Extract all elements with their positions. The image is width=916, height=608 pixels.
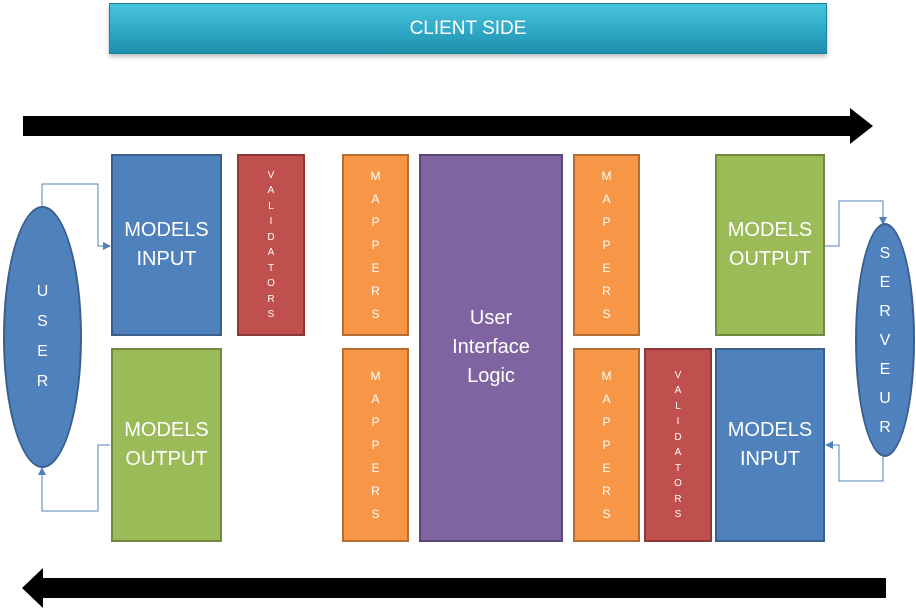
mappers-bottom-right: M A P P E R S bbox=[573, 348, 640, 542]
user-to-models-input-connector bbox=[41, 183, 111, 250]
mappers-top-left-label: M A P P E R S bbox=[370, 168, 381, 321]
models-input-left: MODELS INPUT bbox=[111, 154, 222, 336]
validators-bottom-right: V A L I D A T O R S bbox=[644, 348, 712, 542]
forward-flow-arrow bbox=[23, 108, 873, 144]
client-side-banner: CLIENT SIDE bbox=[109, 3, 827, 54]
client-side-title: CLIENT SIDE bbox=[409, 17, 527, 39]
validators-bottom-right-label: V A L I D A T O R S bbox=[674, 369, 682, 521]
validators-top-left: V A L I D A T O R S bbox=[237, 154, 305, 336]
models-output-to-user-connector bbox=[38, 444, 110, 512]
validators-top-left-label: V A L I D A T O R S bbox=[267, 169, 275, 321]
models-output-left-label: MODELS OUTPUT bbox=[124, 419, 209, 470]
user-label: U S E R bbox=[36, 283, 49, 390]
models-output-right: MODELS OUTPUT bbox=[715, 154, 825, 336]
return-flow-arrow bbox=[22, 568, 886, 608]
mappers-bottom-left: M A P P E R S bbox=[342, 348, 409, 542]
models-input-right: MODELS INPUT bbox=[715, 348, 825, 542]
models-output-right-label: MODELS OUTPUT bbox=[727, 219, 813, 270]
server-actor: S E R V E U R bbox=[855, 223, 915, 457]
mappers-top-right-label: M A P P E R S bbox=[601, 168, 612, 321]
models-output-left: MODELS OUTPUT bbox=[111, 348, 222, 542]
mappers-bottom-left-label: M A P P E R S bbox=[370, 368, 381, 521]
server-to-models-input-connector bbox=[825, 441, 884, 482]
models-input-left-label: MODELS INPUT bbox=[124, 219, 209, 270]
models-input-right-label: MODELS INPUT bbox=[727, 419, 813, 470]
mappers-bottom-right-label: M A P P E R S bbox=[601, 368, 612, 521]
user-interface-logic: User Interface Logic bbox=[419, 154, 563, 542]
mappers-top-left: M A P P E R S bbox=[342, 154, 409, 336]
server-label: S E R V E U R bbox=[879, 244, 891, 436]
models-output-to-server-connector bbox=[825, 200, 887, 247]
user-interface-logic-label: User Interface Logic bbox=[452, 307, 530, 387]
user-actor: U S E R bbox=[3, 206, 82, 468]
mappers-top-right: M A P P E R S bbox=[573, 154, 640, 336]
